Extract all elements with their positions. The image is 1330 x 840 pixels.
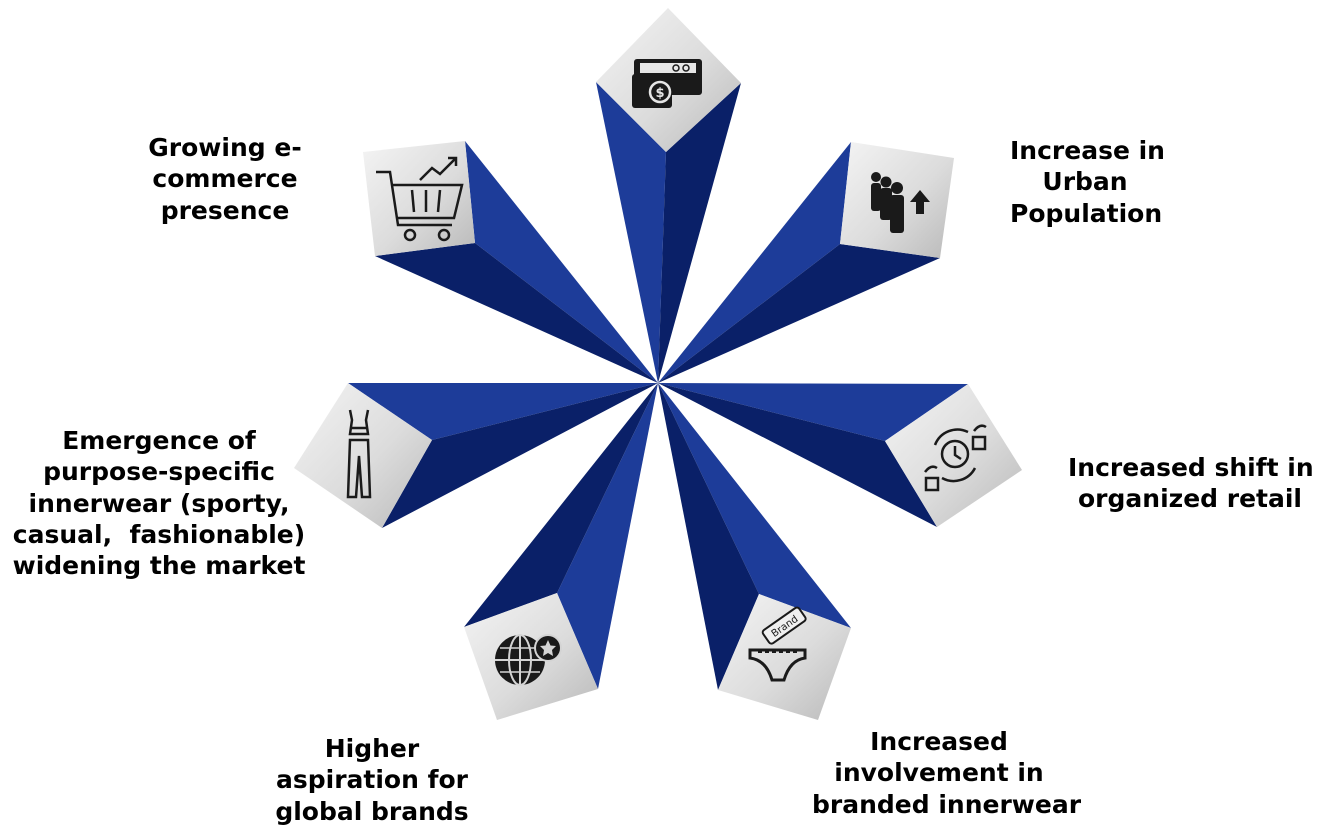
label-line: global brands <box>275 796 469 826</box>
label-line: aspiration for <box>276 765 468 795</box>
label-line: Increase in <box>1010 136 1165 165</box>
label-ecommerce-presence: Growing e- commerce presence <box>140 132 310 226</box>
label-line: organized retail <box>1078 484 1302 514</box>
sportswear-icon <box>346 409 372 499</box>
ecommerce-cart-icon <box>376 156 464 242</box>
svg-text:$: $ <box>655 86 664 101</box>
label-line: innerwear (sporty, <box>28 488 290 518</box>
label-line: casual, fashionable) <box>12 519 306 549</box>
tile-upper-left <box>363 141 475 256</box>
tile-left <box>294 383 432 528</box>
label-purpose-specific-innerwear: Emergence of purpose-specific innerwear … <box>6 425 312 581</box>
label-line: commerce <box>152 164 298 194</box>
label-line: Urban <box>1042 167 1128 197</box>
tile-top: $ <box>596 8 741 152</box>
label-organized-retail: Increased shift in organized retail <box>1068 452 1314 515</box>
label-line: Higher <box>324 734 420 763</box>
tile-upper-right <box>840 142 954 258</box>
tile-lower-right: Brand <box>718 594 851 720</box>
label-line: branded innerwear <box>812 789 1082 819</box>
label-global-brands: Higher aspiration for global brands <box>272 733 472 827</box>
tile-right <box>885 384 1022 527</box>
arm-upper-left <box>375 141 658 383</box>
label-line: Growing e- <box>148 133 302 162</box>
label-line: involvement in <box>834 758 1044 788</box>
label-line: Increased <box>870 727 1008 756</box>
arm-lower-right <box>658 383 851 690</box>
arm-top <box>596 82 741 383</box>
global-brands-icon <box>495 634 562 686</box>
arm-upper-right <box>658 142 940 383</box>
money-wallet-icon: $ <box>632 59 702 108</box>
label-line: Increased shift in <box>1068 453 1314 482</box>
label-line: purpose-specific <box>43 457 275 487</box>
arm-lower-left <box>464 383 658 689</box>
label-line: Population <box>1010 198 1163 228</box>
label-urban-population: Increase in Urban Population <box>1010 135 1165 229</box>
arm-right <box>658 383 968 527</box>
label-line: presence <box>160 195 290 225</box>
urban-population-icon <box>871 172 930 233</box>
label-line: widening the market <box>12 551 306 580</box>
label-line: Emergence of <box>62 426 256 455</box>
tile-lower-left <box>464 593 598 720</box>
arm-left <box>348 383 658 528</box>
label-branded-innerwear: Increased involvement in branded innerwe… <box>812 726 1082 820</box>
star-arms <box>348 82 968 690</box>
icon-tiles: $ <box>294 8 1022 720</box>
organized-retail-icon <box>924 424 987 492</box>
